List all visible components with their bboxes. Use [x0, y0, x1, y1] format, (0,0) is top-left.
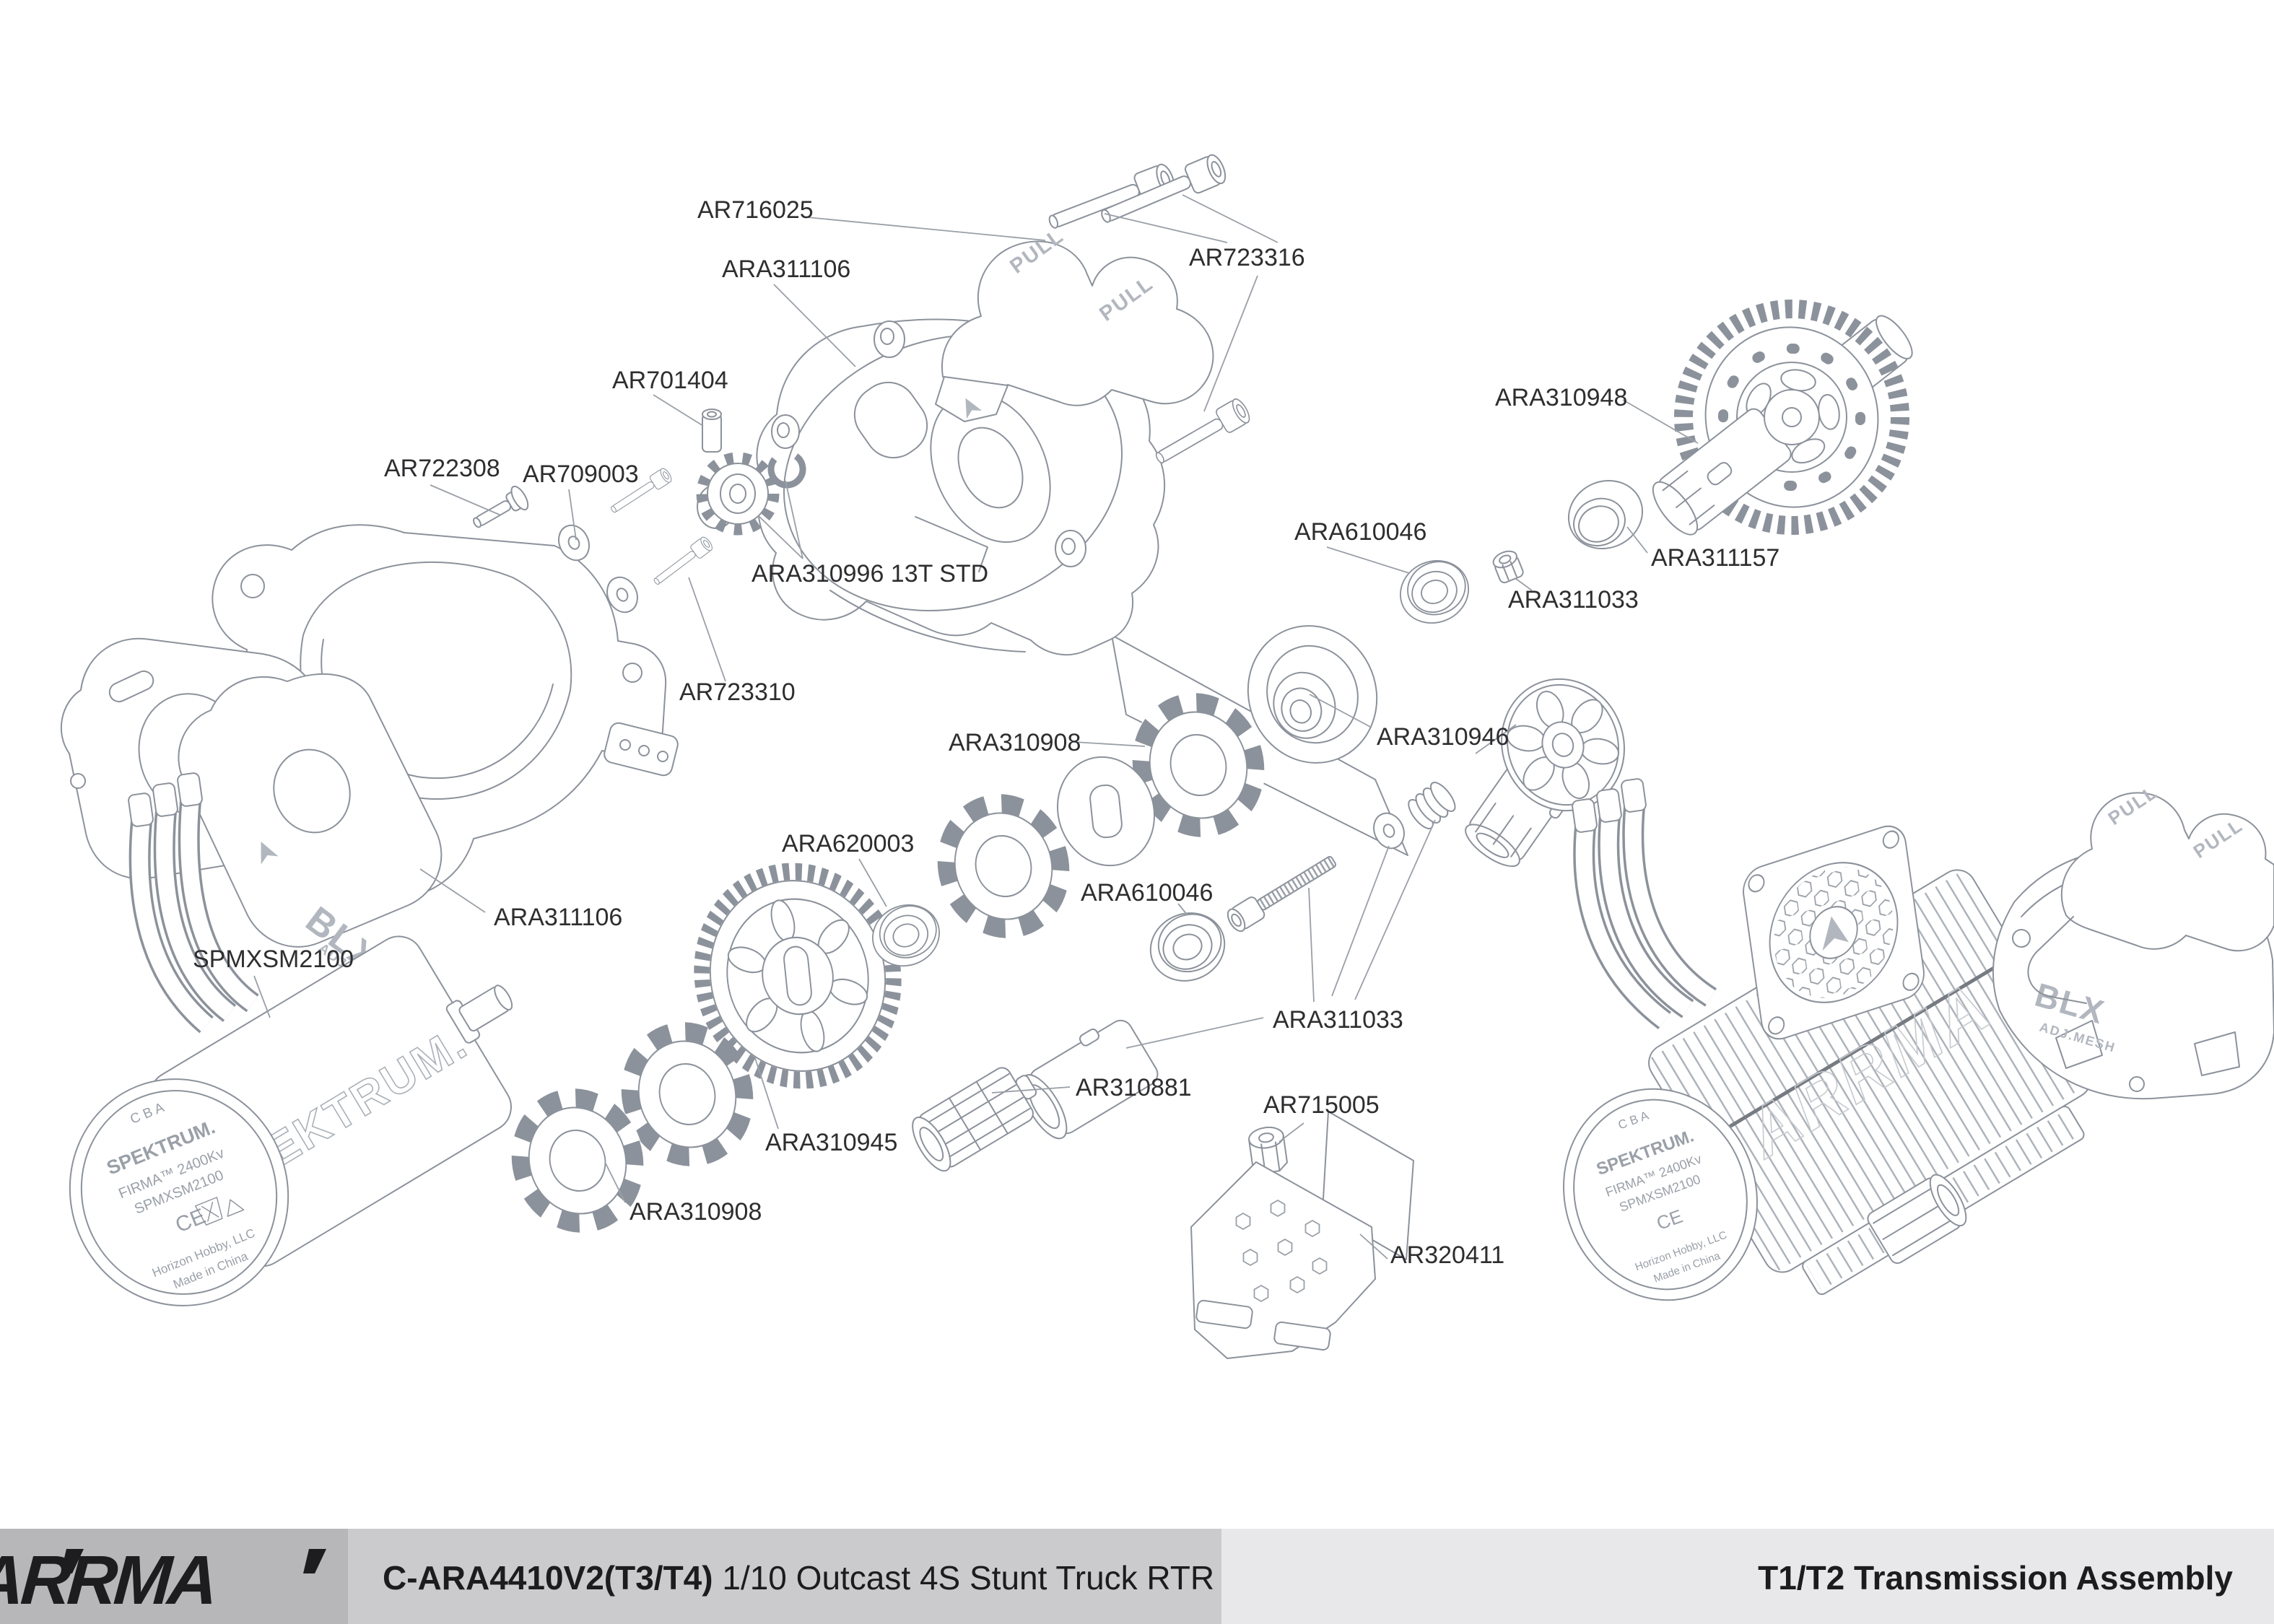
footer-sheet-block	[1221, 1529, 2274, 1624]
part-label: AR701404	[612, 367, 728, 394]
recycle-triangle-icon	[227, 1199, 245, 1217]
part-label: ARA310908	[949, 729, 1081, 756]
arrma-logo: ARRMA	[0, 1542, 326, 1619]
part-label: ARA310908	[630, 1198, 762, 1226]
leader-lines	[253, 194, 1699, 1260]
part-label: SPMXSM2100	[193, 946, 354, 973]
part-label: AR320411	[1390, 1241, 1504, 1269]
part-label: ARA610046	[1081, 879, 1213, 907]
part-locknut-drawing	[1492, 550, 1524, 584]
part-pull-bracket-top-drawing: PULL PULL	[935, 224, 1214, 422]
footer-sheet-title: T1/T2 Transmission Assembly	[1758, 1559, 2233, 1597]
part-label: ARA310996 13T STD	[752, 560, 988, 588]
part-center-diff-gear-drawing	[1652, 300, 1913, 536]
part-motor-left-drawing: SPEKTRUM. C B A SPEKTRUM. FIRMA™ 2400Kv …	[69, 935, 513, 1306]
part-pinion-gear-drawing	[696, 450, 806, 536]
part-standoff-drawing	[702, 409, 722, 453]
part-label: AR715005	[1263, 1091, 1380, 1119]
part-label: ARA311157	[1651, 544, 1779, 572]
part-label: AR723316	[1189, 244, 1305, 271]
part-label: ARA311033	[1273, 1006, 1403, 1034]
part-slipper-pad-drawing	[1056, 756, 1156, 867]
part-label: AR722308	[384, 455, 500, 482]
cooling-fan-drawing	[1743, 825, 1925, 1040]
part-label: ARA310945	[765, 1129, 897, 1156]
part-label: ARA311106	[722, 256, 850, 283]
part-label: AR716025	[697, 196, 814, 224]
part-spring-drawing	[1408, 782, 1456, 829]
weee-bin-icon	[195, 1197, 223, 1226]
part-label: ARA311033	[1508, 586, 1639, 614]
part-label: AR310881	[1076, 1074, 1192, 1101]
part-label: ARA311106	[494, 904, 622, 931]
motor-wires-left	[128, 772, 259, 1034]
part-flanged-screw-drawing	[473, 485, 529, 528]
part-slipper-screw-drawing	[1227, 855, 1336, 933]
part-label: ARA310946	[1377, 723, 1509, 751]
part-gear-cover-drawing	[756, 318, 1408, 856]
footer-bar: ARRMA C-ARA4410V2(T3/T4) 1/10 Outcast 4S…	[0, 1529, 2274, 1624]
part-splined-coupler-drawing	[912, 1067, 1037, 1172]
part-bushing-drawing	[1567, 479, 1644, 550]
output-shaft-drawing	[1867, 1174, 1967, 1265]
part-label: ARA310948	[1495, 384, 1627, 411]
part-label: ARA610046	[1294, 518, 1426, 546]
part-label: ARA620003	[782, 830, 914, 857]
footer-logo-block	[0, 1529, 348, 1624]
part-label: AR723310	[679, 678, 796, 706]
part-label: AR709003	[523, 460, 639, 488]
arrma-logo-text: ARRMA	[0, 1542, 217, 1619]
assembled-transmission-drawing: ARRMA C B A SPEKTRUM. FIRMA™ 2400K	[1563, 778, 2274, 1301]
part-motor-mount-bracket-drawing	[1190, 1111, 1414, 1359]
part-slipper-hub-drawing	[1247, 625, 1378, 764]
part-pull-bracket-right-drawing: PULL PULL	[2027, 781, 2274, 1004]
part-pressure-plate-drawing	[1465, 678, 1625, 868]
footer-title-block	[348, 1529, 1221, 1624]
footer-document-title: C-ARA4410V2(T3/T4) 1/10 Outcast 4S Stunt…	[383, 1559, 1214, 1597]
exploded-drawing: BLX ADJ.MESH SPEKTRUM.	[60, 152, 2274, 1359]
motor-face-right: C B A SPEKTRUM. FIRMA™ 2400Kv SPMXSM2100…	[1563, 1088, 1758, 1301]
part-labels: AR716025 ARA311106 AR723316 AR701404 AR7…	[193, 196, 1779, 1269]
